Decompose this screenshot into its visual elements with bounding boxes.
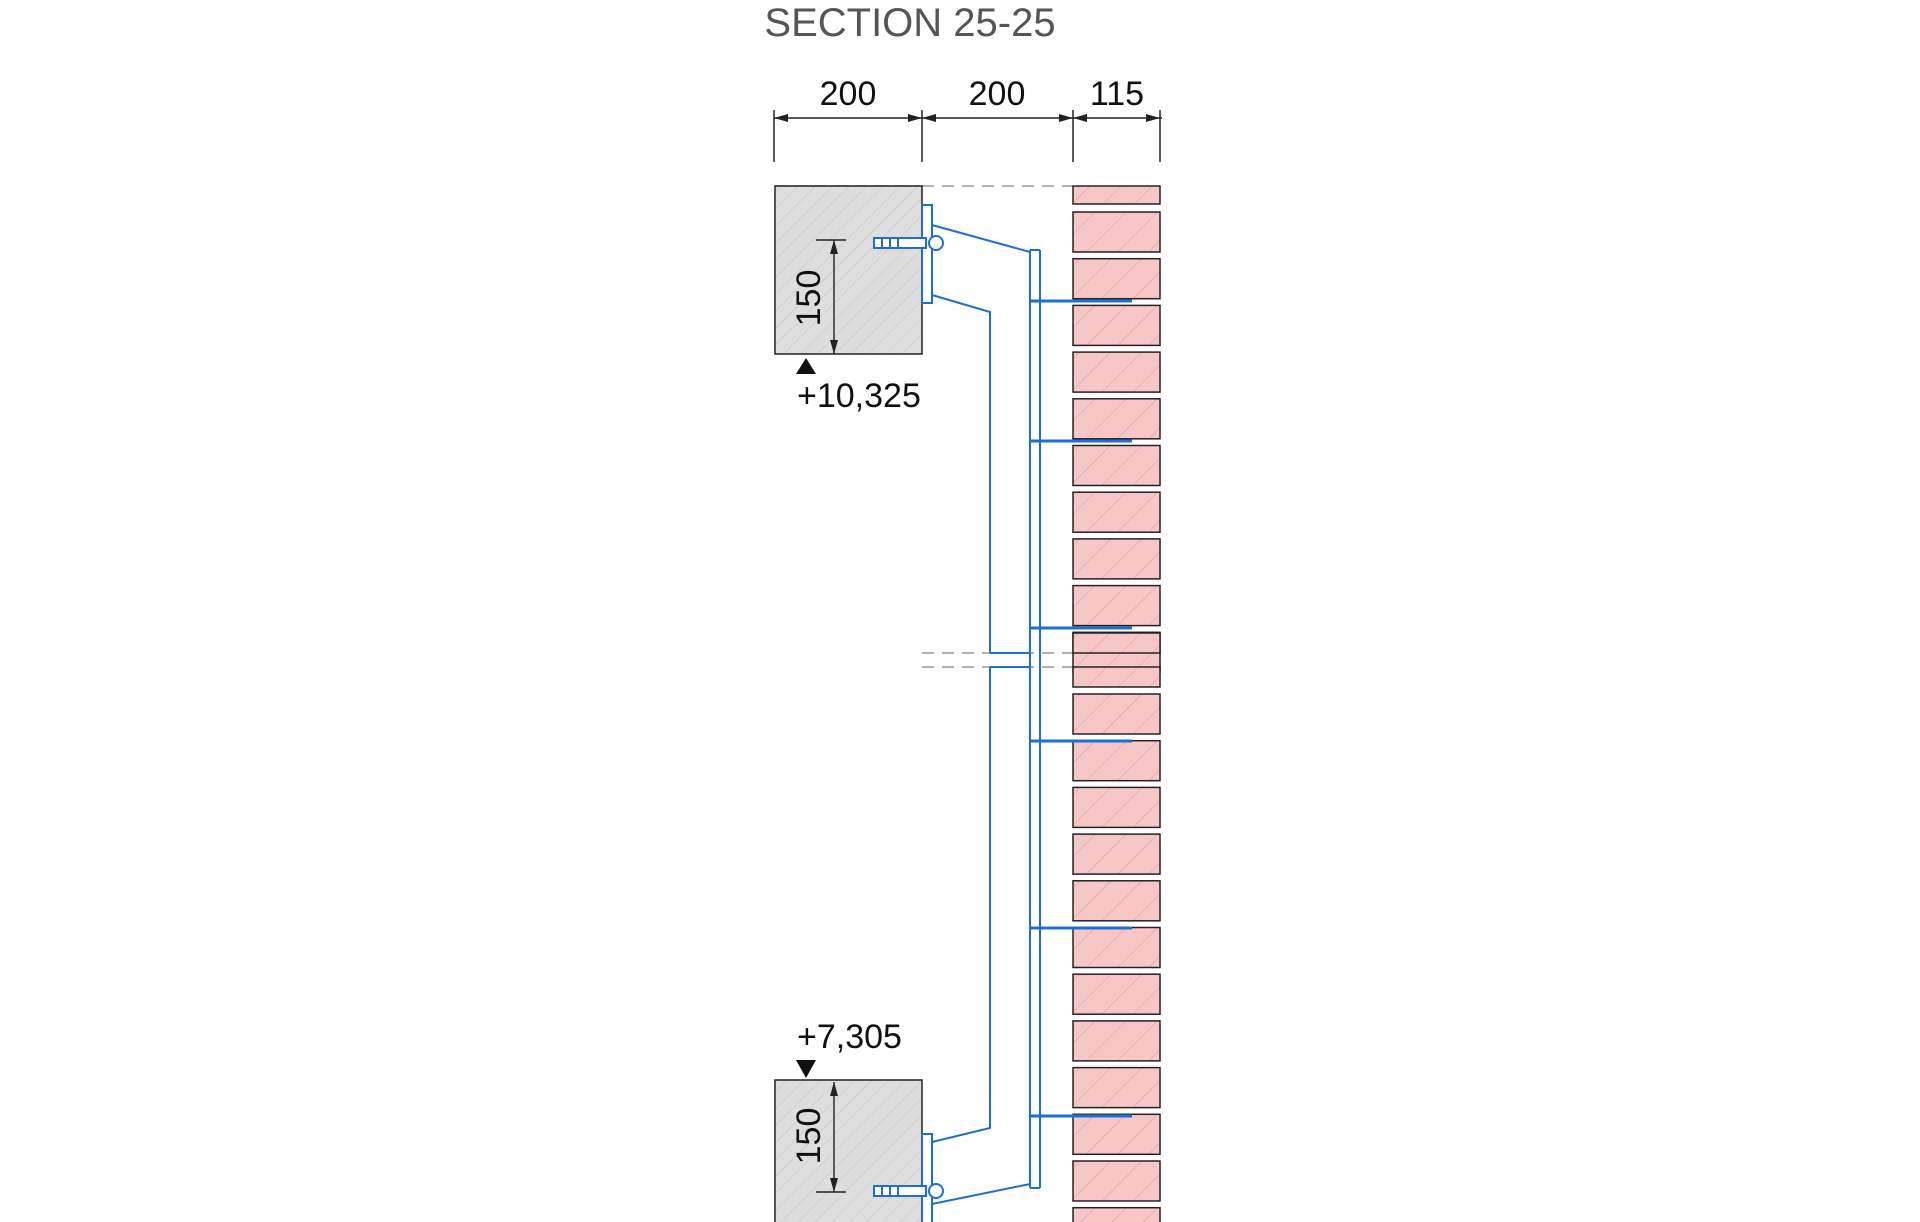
brick-20 [1072,973,1161,1015]
level-marker-upper [796,358,816,374]
brick-21 [1072,1020,1161,1062]
brick-1 [1072,185,1161,205]
brick-wall [1072,185,1161,1222]
brick-25 [1072,1206,1161,1222]
brick-23 [1072,1113,1161,1156]
brick-13 [1072,666,1161,688]
upper-concrete-slab [774,185,923,355]
brick-17 [1072,833,1161,875]
brick-19 [1072,926,1161,969]
section-title: SECTION 25-25 [764,1,1055,45]
brick-24 [1072,1160,1161,1202]
brick-8 [1072,491,1161,533]
level-marker-lower [796,1060,816,1078]
brick-15 [1072,739,1161,782]
brick-5 [1072,351,1161,393]
level-label-lower: +7,305 [797,1018,902,1056]
brick-18 [1072,880,1161,922]
brick-10 [1072,584,1161,627]
brick-14 [1072,693,1161,735]
level-label-upper: +10,325 [797,377,921,415]
anchor-bolt-upper [873,235,944,251]
brick-6 [1072,398,1161,440]
top-dimensions [773,110,1162,162]
wall-ties [1030,299,1132,1118]
dimension-label-1: 200 [820,75,877,113]
lower-concrete-slab [774,1079,923,1222]
brick-7 [1072,444,1161,487]
brick-4 [1072,304,1161,347]
dimension-label-3: 115 [1090,75,1144,113]
brick-3 [1072,257,1161,300]
slab-height-label-bottom: 150 [790,1108,828,1165]
brick-22 [1072,1066,1161,1109]
brick-12 [1072,632,1161,654]
steel-support [921,204,1041,1222]
anchor-bolt-lower [873,1183,944,1199]
dimension-label-2: 200 [969,75,1026,113]
brick-16 [1072,786,1161,829]
slab-height-label-top: 150 [790,270,828,327]
slab-height-dimension-top [816,239,846,354]
slab-height-dimension-bottom [816,1082,846,1193]
brick-2 [1072,211,1161,253]
brick-9 [1072,538,1161,580]
